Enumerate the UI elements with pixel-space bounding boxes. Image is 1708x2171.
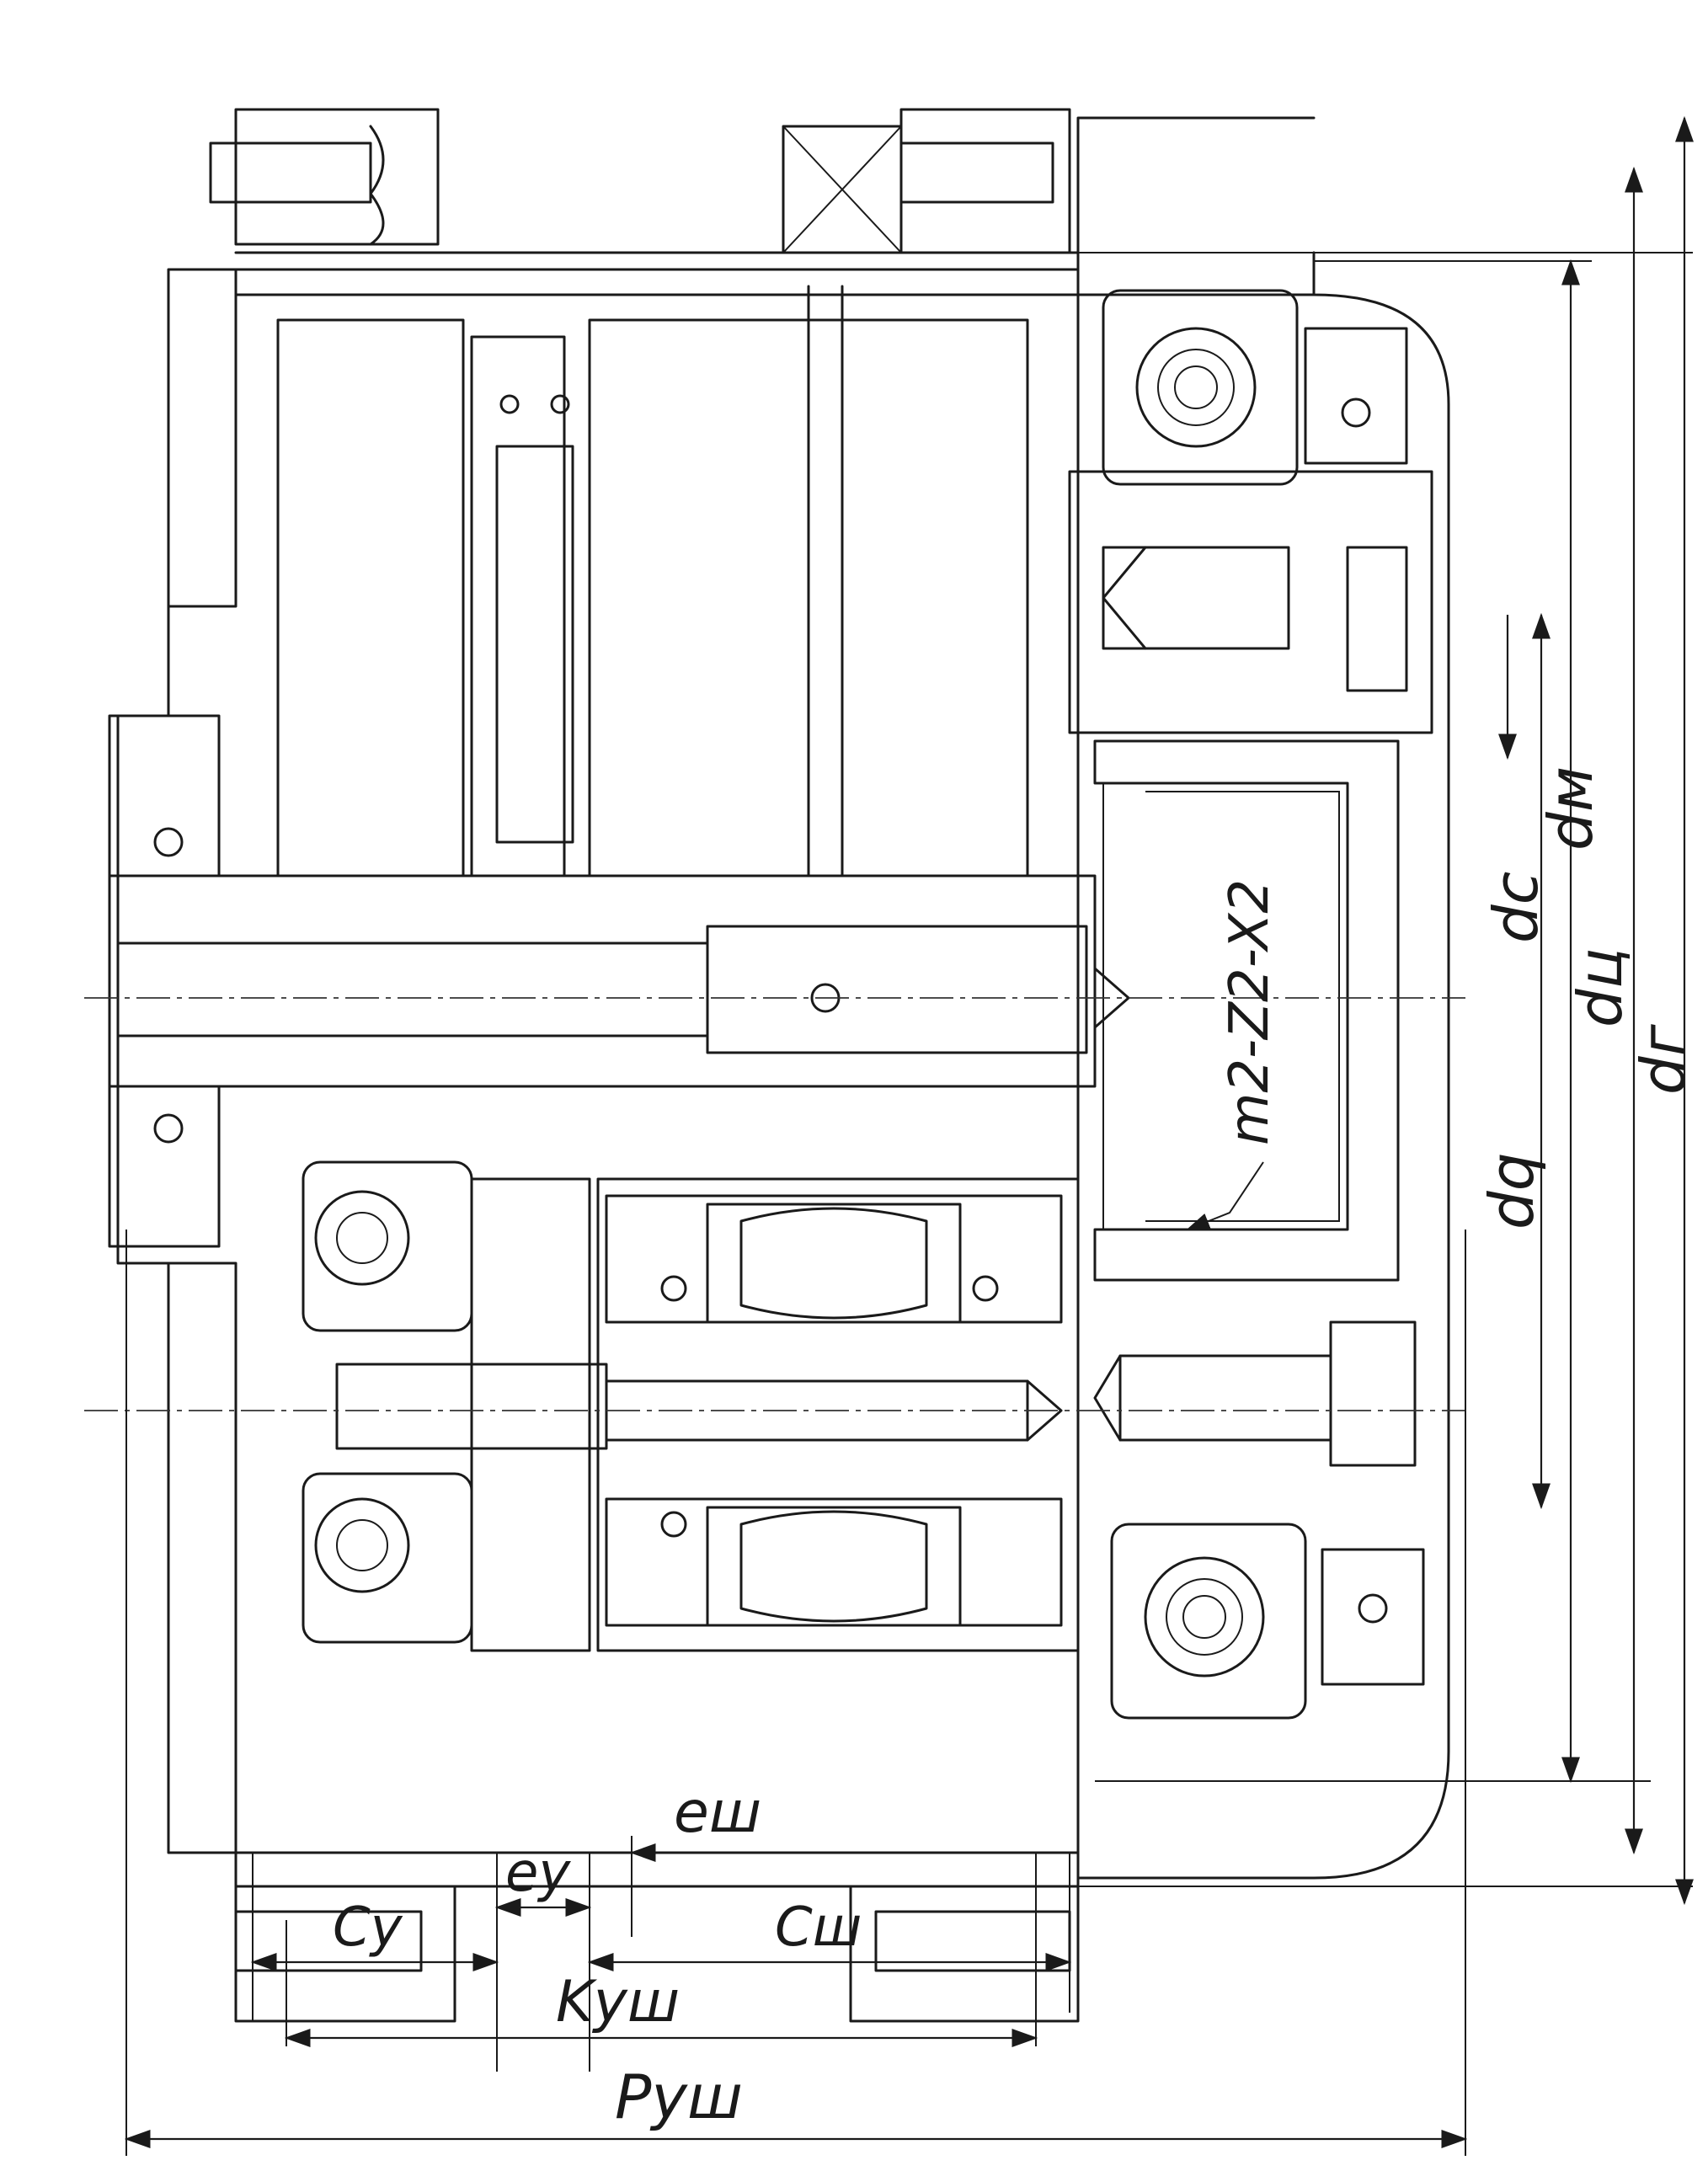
roller-bearing-lower	[660, 1506, 962, 1627]
left-bearing-upper	[302, 1160, 473, 1332]
label-cw: Cш	[775, 1896, 862, 1959]
input-shaft	[108, 874, 1130, 1088]
gear-param-leader	[1186, 1161, 1264, 1230]
label-du: dц	[1565, 947, 1636, 1027]
output-flange	[1068, 470, 1433, 734]
label-pyw: Pуш	[615, 2062, 743, 2132]
horizontal-dimensions	[124, 1230, 1468, 2156]
output-cup	[1093, 739, 1400, 1282]
bottom-right-bolt	[849, 1885, 1080, 2023]
input-seal-lower	[108, 1085, 221, 1248]
label-ew: eш	[674, 1779, 761, 1846]
label-dq: dq	[1476, 1153, 1547, 1230]
label-ey: eу	[505, 1842, 571, 1904]
label-dm: dм	[1535, 766, 1606, 851]
label-kyw: Kуш	[556, 1969, 680, 2035]
right-bolt-lower	[1093, 1320, 1417, 1467]
lower-right-bearing	[1110, 1523, 1425, 1720]
top-left-bolt	[209, 108, 440, 246]
planet-pin	[335, 1363, 1063, 1450]
vertical-dimensions	[1078, 115, 1694, 1906]
gear-param-annotation: m2-Z2-X2	[1219, 879, 1281, 1145]
carrier-body	[470, 1177, 1080, 1652]
input-seal-upper	[108, 714, 221, 877]
left-bearing-lower	[302, 1472, 473, 1644]
roller-bearing-upper	[660, 1203, 999, 1324]
top-right-bolt	[782, 108, 1071, 254]
label-dg: dг	[1628, 1023, 1699, 1095]
label-cy: Cу	[333, 1896, 403, 1959]
label-dc: dc	[1481, 872, 1551, 943]
upper-right-bearing	[1102, 289, 1408, 486]
upper-gear-drum	[276, 285, 1029, 877]
